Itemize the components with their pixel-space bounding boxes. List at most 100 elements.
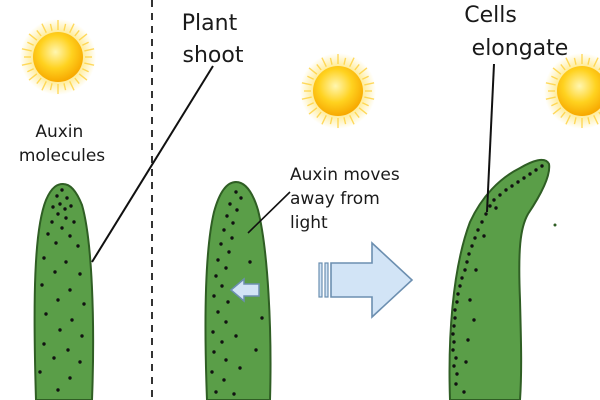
auxin-dot: [65, 196, 69, 200]
auxin-dot: [225, 214, 229, 218]
auxin-dot: [492, 198, 496, 202]
auxin-dot: [78, 360, 82, 364]
auxin-dot: [254, 348, 258, 352]
auxin-dot: [216, 310, 220, 314]
auxin-dot: [64, 260, 68, 264]
sun-ray: [354, 111, 360, 119]
auxin-dot: [69, 204, 73, 208]
detached-speck: [553, 223, 557, 227]
auxin-dot: [227, 250, 231, 254]
auxin-dots-shoot-3: [451, 164, 544, 394]
auxin-dot: [504, 188, 508, 192]
auxin-dot: [467, 252, 471, 256]
sun-ray: [343, 57, 347, 65]
sun-ray: [27, 41, 34, 46]
auxin-dot: [214, 274, 218, 278]
sun-ray: [354, 63, 360, 71]
auxin-dot: [248, 260, 252, 264]
sun-ray: [358, 67, 368, 75]
sun-ray: [343, 117, 347, 125]
auxin-dot: [216, 258, 220, 262]
auxin-dot: [468, 298, 472, 302]
sun-ray: [358, 107, 368, 115]
auxin-dot: [224, 266, 228, 270]
auxin-dot: [234, 190, 238, 194]
sun-ray: [36, 77, 42, 85]
auxin-dot: [56, 388, 60, 392]
sun-ray: [36, 29, 42, 37]
auxin-dot: [66, 348, 70, 352]
sun-icon-right: [544, 53, 600, 129]
auxin-dot: [52, 356, 56, 360]
sun-ray: [307, 75, 314, 80]
auxin-dot: [453, 316, 457, 320]
auxin-dot: [55, 194, 59, 198]
auxin-dot: [60, 226, 64, 230]
auxin-dot: [455, 372, 459, 376]
sun-ray: [552, 67, 562, 75]
auxin-dot: [219, 242, 223, 246]
auxin-dots-shoot-1: [38, 188, 86, 392]
sun-ray: [301, 82, 312, 86]
auxin-dot: [484, 212, 488, 216]
cells-elongate-label: Cells elongate: [464, 3, 568, 61]
auxin-dot: [44, 312, 48, 316]
auxin-dot: [534, 168, 538, 172]
auxin-dot: [230, 236, 234, 240]
sun-ray: [84, 48, 95, 52]
auxin-dot: [231, 221, 235, 225]
auxin-dot: [510, 184, 514, 188]
auxin-molecules-label-line-2: molecules: [19, 146, 105, 166]
plant-shoot-1: [33, 182, 95, 400]
auxin-dot: [68, 376, 72, 380]
auxin-dot: [63, 207, 67, 211]
auxin-dot: [464, 360, 468, 364]
auxin-dot: [473, 236, 477, 240]
sun-ray: [349, 115, 355, 125]
auxin-dot: [488, 204, 492, 208]
auxin-dot: [474, 268, 478, 272]
auxin-moves-label-line-1: Auxin moves: [290, 165, 400, 185]
auxin-dot: [238, 366, 242, 370]
auxin-dot: [462, 390, 466, 394]
auxin-dot: [522, 176, 526, 180]
arrow-right-icon: [318, 241, 414, 319]
auxin-dot: [224, 320, 228, 324]
sun-ray: [28, 73, 38, 81]
pointer-auxin-moves: [247, 191, 291, 234]
auxin-dot: [516, 180, 520, 184]
sun-ray: [551, 102, 558, 107]
auxin-dot: [458, 284, 462, 288]
auxin-moves-label-line-2: away from: [290, 189, 380, 209]
auxin-dot: [58, 328, 62, 332]
auxin-dot: [454, 382, 458, 386]
sun-ray: [84, 62, 95, 66]
auxin-dot: [226, 300, 230, 304]
auxin-molecules-label: Auxin molecules: [19, 122, 105, 166]
sun-icon-left: [20, 19, 96, 95]
plant-shoot-label-line-2: shoot: [183, 43, 244, 68]
auxin-dot: [51, 205, 55, 209]
auxin-dot: [76, 244, 80, 248]
auxin-dot: [540, 164, 544, 168]
auxin-dot: [68, 234, 72, 238]
sun-ray: [69, 81, 75, 91]
sun-ray: [69, 23, 75, 33]
sun-ray: [82, 68, 89, 73]
auxin-dot: [56, 212, 60, 216]
sun-ray: [545, 82, 556, 86]
sun-ray: [308, 67, 318, 75]
auxin-dot: [452, 364, 456, 368]
auxin-dot: [234, 334, 238, 338]
auxin-dot: [60, 188, 64, 192]
auxin-dot: [212, 350, 216, 354]
auxin-moves-label: Auxin moves away from light: [290, 165, 405, 233]
sun-ray: [552, 107, 562, 115]
sun-ray: [63, 83, 67, 91]
sun-ray: [74, 29, 80, 37]
sun-ray: [74, 77, 80, 85]
auxin-dot: [53, 270, 57, 274]
auxin-dot: [480, 220, 484, 224]
